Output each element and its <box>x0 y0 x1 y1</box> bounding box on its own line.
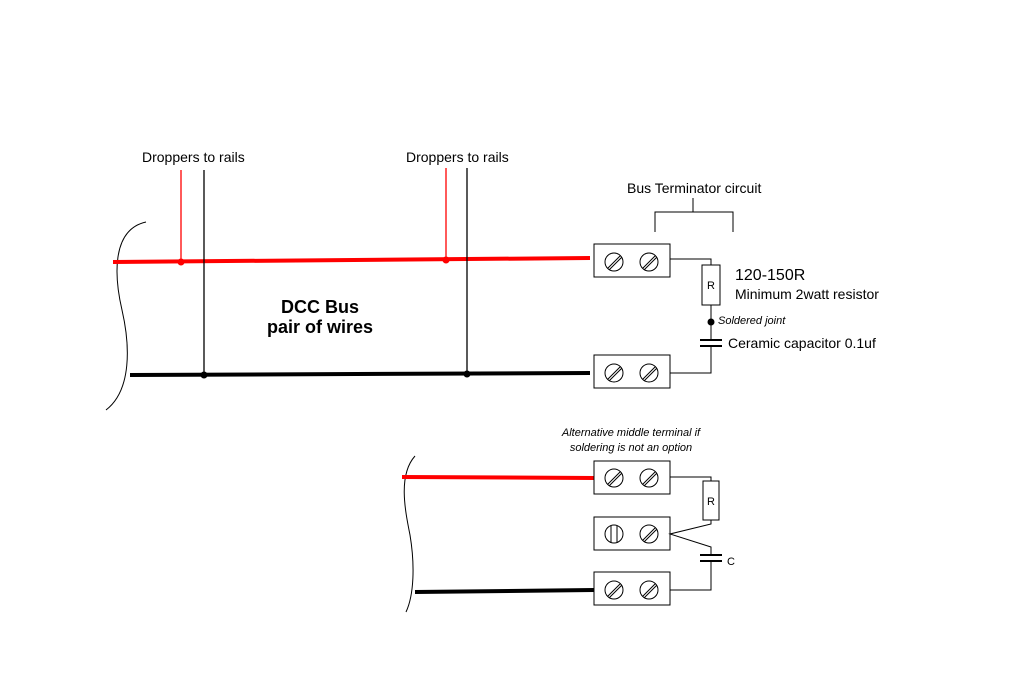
screw-icon <box>639 468 659 488</box>
junction-dot <box>442 256 450 264</box>
terminator-title: Bus Terminator circuit <box>627 180 761 196</box>
resistor-symbol-alt <box>702 480 720 521</box>
red-bus-wire-alt <box>401 475 595 480</box>
resistor-symbol-alt-label: R <box>707 496 715 508</box>
terminal-block-top <box>593 243 671 278</box>
screw-icon <box>604 524 624 544</box>
red-bus-wire <box>112 256 591 264</box>
terminal-block-bottom <box>593 354 671 389</box>
resistor-symbol <box>701 264 721 306</box>
terminal-block-alt-bottom <box>593 571 671 606</box>
wire-break-curve-top <box>105 221 147 411</box>
bus-title-line-2: pair of wires <box>267 317 373 337</box>
screw-icon <box>639 252 659 272</box>
screw-icon <box>639 363 659 383</box>
alt-note-line-2: soldering is not an option <box>570 442 692 454</box>
soldered-joint-dot <box>707 318 715 326</box>
resistor-symbol-label: R <box>707 280 715 292</box>
bus-title-line-1: DCC Bus <box>281 297 359 317</box>
black-bus-wire <box>129 371 591 377</box>
terminator-bracket <box>654 198 734 232</box>
resistor-value-label: 120-150R <box>735 267 805 284</box>
capacitor-symbol-alt <box>700 554 722 562</box>
screw-icon <box>639 580 659 600</box>
screw-icon <box>604 580 624 600</box>
resistor-rating-label: Minimum 2watt resistor <box>735 286 879 302</box>
soldered-joint-label: Soldered joint <box>718 315 786 327</box>
black-bus-wire-alt <box>414 588 595 594</box>
alt-note-line-1: Alternative middle terminal if <box>561 427 701 439</box>
wire-break-curve-bottom <box>403 455 416 613</box>
capacitor-label: Ceramic capacitor 0.1uf <box>728 335 876 351</box>
junction-dot <box>200 371 208 379</box>
junction-dot <box>177 258 185 266</box>
droppers-label-left: Droppers to rails <box>142 149 245 165</box>
terminator-wire-alt <box>668 476 712 591</box>
screw-icon <box>639 524 659 544</box>
terminal-block-alt-top <box>593 460 671 495</box>
screw-icon <box>604 363 624 383</box>
capacitor-symbol <box>700 339 722 347</box>
screw-icon <box>604 468 624 488</box>
junction-dot <box>463 370 471 378</box>
screw-icon <box>604 252 624 272</box>
capacitor-symbol-alt-label: C <box>727 556 735 568</box>
droppers-label-right: Droppers to rails <box>406 149 509 165</box>
terminal-block-alt-middle <box>593 516 671 551</box>
